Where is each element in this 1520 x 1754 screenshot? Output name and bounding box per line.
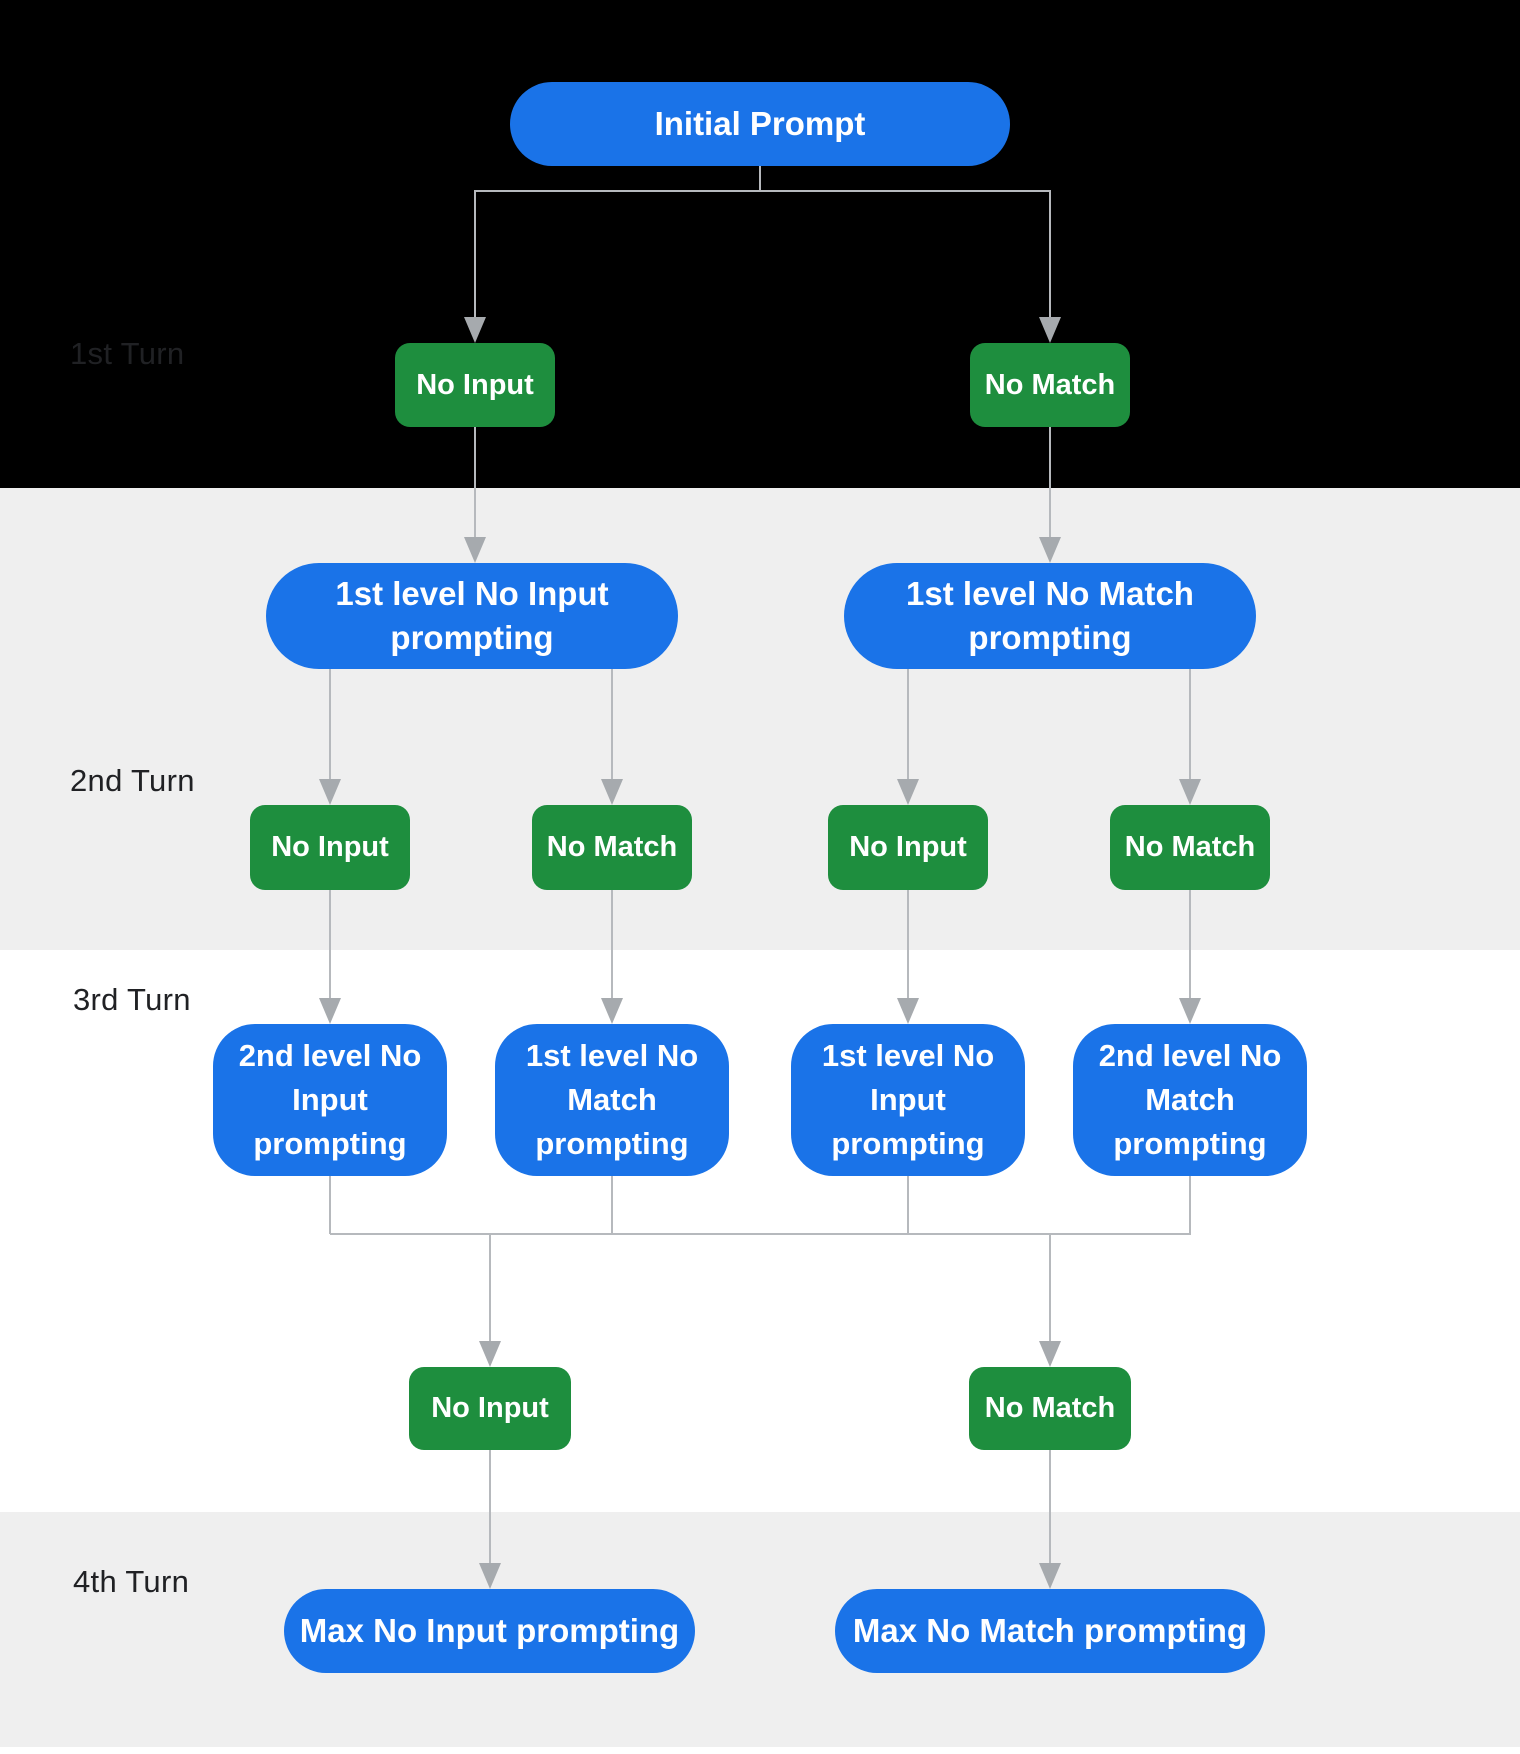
node-turn1-no-input: No Input — [395, 343, 555, 427]
connector-line — [611, 890, 613, 1000]
connector-line — [1049, 427, 1051, 539]
node-turn3-no-match: No Match — [969, 1367, 1131, 1450]
connector-line — [330, 1233, 1191, 1235]
connector-line — [907, 1176, 909, 1234]
connector-line — [907, 890, 909, 1000]
connector-line — [474, 427, 476, 539]
arrow-down-icon — [601, 998, 623, 1024]
node-2nd-level-no-input-prompting: 2nd level No Input prompting — [213, 1024, 447, 1176]
node-initial-prompt: Initial Prompt — [510, 82, 1010, 166]
arrow-down-icon — [1039, 537, 1061, 563]
turn-label-3: 3rd Turn — [73, 982, 191, 1017]
node-1st-level-no-match-prompting-2: 1st level No Match prompting — [495, 1024, 729, 1176]
connector-line — [329, 1176, 331, 1234]
arrow-down-icon — [897, 779, 919, 805]
arrow-down-icon — [1039, 317, 1061, 343]
connector-line — [611, 1176, 613, 1234]
turn-label-4: 4th Turn — [73, 1564, 190, 1599]
node-turn3-no-input: No Input — [409, 1367, 571, 1450]
node-1st-level-no-input-prompting: 1st level No Input prompting — [266, 563, 678, 669]
band-turn2 — [0, 488, 1520, 950]
node-turn2-no-input-1: No Input — [250, 805, 410, 890]
connector-line — [474, 190, 476, 319]
node-turn2-no-match-1: No Match — [532, 805, 692, 890]
node-max-no-match-prompting: Max No Match prompting — [835, 1589, 1265, 1673]
node-turn2-no-input-2: No Input — [828, 805, 988, 890]
band-turn1 — [0, 0, 1520, 488]
arrow-down-icon — [1039, 1341, 1061, 1367]
connector-line — [1049, 1450, 1051, 1565]
connector-line — [907, 669, 909, 781]
connector-line — [1189, 1176, 1191, 1234]
arrow-down-icon — [464, 317, 486, 343]
arrow-down-icon — [319, 998, 341, 1024]
connector-line — [474, 190, 1051, 192]
arrow-down-icon — [464, 537, 486, 563]
connector-line — [759, 166, 761, 192]
arrow-down-icon — [479, 1341, 501, 1367]
connector-line — [1049, 1233, 1051, 1343]
connector-line — [1189, 890, 1191, 1000]
band-turn4 — [0, 1512, 1520, 1747]
arrow-down-icon — [1179, 779, 1201, 805]
arrow-down-icon — [897, 998, 919, 1024]
turn-label-1: 1st Turn — [70, 336, 185, 371]
connector-line — [611, 669, 613, 781]
arrow-down-icon — [479, 1563, 501, 1589]
node-turn1-no-match: No Match — [970, 343, 1130, 427]
connector-line — [329, 669, 331, 781]
node-1st-level-no-match-prompting: 1st level No Match prompting — [844, 563, 1256, 669]
arrow-down-icon — [1039, 1563, 1061, 1589]
node-2nd-level-no-match-prompting: 2nd level No Match prompting — [1073, 1024, 1307, 1176]
turn-label-2: 2nd Turn — [70, 763, 195, 798]
arrow-down-icon — [601, 779, 623, 805]
arrow-down-icon — [319, 779, 341, 805]
node-1st-level-no-input-prompting-2: 1st level No Input prompting — [791, 1024, 1025, 1176]
connector-line — [489, 1233, 491, 1343]
connector-line — [329, 890, 331, 1000]
node-turn2-no-match-2: No Match — [1110, 805, 1270, 890]
connector-line — [1189, 669, 1191, 781]
node-max-no-input-prompting: Max No Input prompting — [284, 1589, 695, 1673]
arrow-down-icon — [1179, 998, 1201, 1024]
connector-line — [1049, 190, 1051, 319]
connector-line — [489, 1450, 491, 1565]
